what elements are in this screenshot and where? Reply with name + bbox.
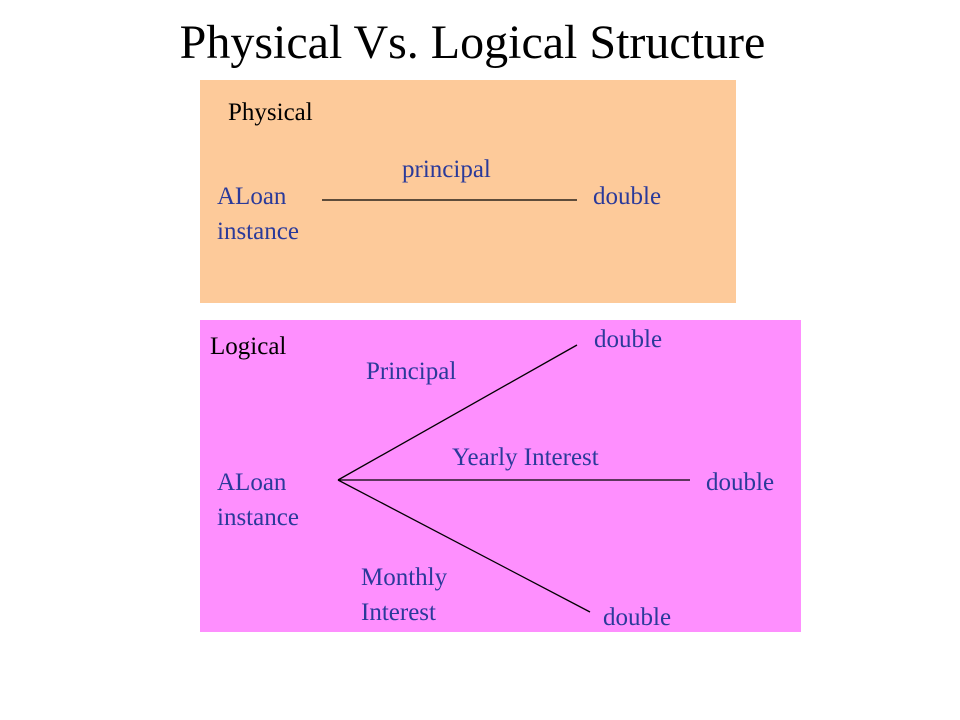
logical-monthly-interest-line bbox=[337, 479, 591, 613]
logical-edge-label-principal: Principal bbox=[366, 358, 457, 385]
physical-heading: Physical bbox=[228, 99, 313, 126]
physical-edge-label: principal bbox=[402, 156, 491, 183]
logical-principal-line bbox=[337, 344, 578, 481]
logical-edge-label-monthly-line2: Interest bbox=[361, 599, 436, 626]
logical-node-line2: instance bbox=[217, 504, 299, 531]
physical-panel bbox=[200, 80, 736, 303]
logical-heading: Logical bbox=[210, 333, 287, 360]
slide-title: Physical Vs. Logical Structure bbox=[179, 16, 766, 69]
logical-target-principal: double bbox=[594, 326, 663, 353]
physical-node-line2: instance bbox=[217, 218, 299, 245]
logical-node-line1: ALoan bbox=[217, 469, 287, 496]
physical-target: double bbox=[593, 183, 662, 210]
logical-panel bbox=[200, 320, 801, 632]
logical-target-monthly-interest: double bbox=[603, 604, 672, 631]
physical-node-line1: ALoan bbox=[217, 183, 287, 210]
logical-edge-label-yearly-interest: Yearly Interest bbox=[452, 444, 599, 471]
logical-target-yearly-interest: double bbox=[706, 469, 775, 496]
logical-edge-label-monthly-line1: Monthly bbox=[361, 564, 448, 591]
